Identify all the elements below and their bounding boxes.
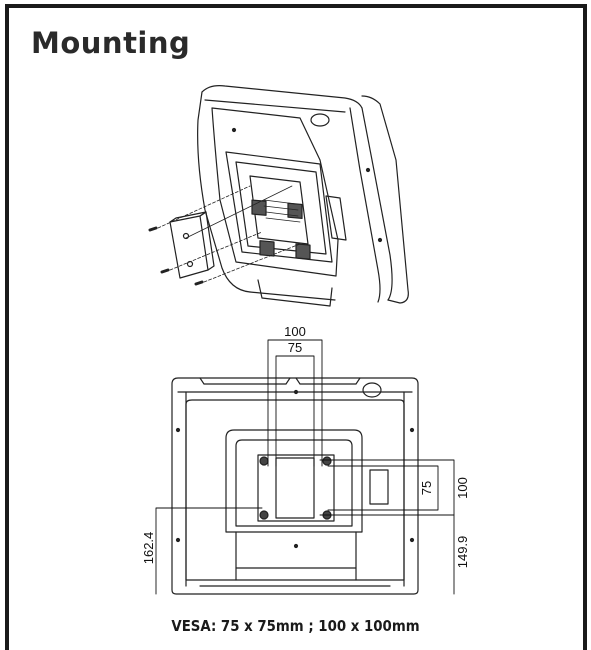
frame-top-border — [5, 4, 587, 8]
frame-right-border — [583, 4, 587, 650]
dimension-label-right-height: 149.9 — [455, 536, 470, 569]
vesa-caption: VESA: 75 x 75mm ; 100 x 100mm — [171, 617, 420, 635]
page-title: Mounting — [31, 26, 191, 60]
dimension-label-right-75: 75 — [419, 481, 434, 495]
dimension-label-top-75: 75 — [288, 340, 302, 355]
monitor-rear-front-illustration — [171, 377, 419, 595]
dimension-label-top-100: 100 — [284, 324, 306, 339]
dimension-label-right-100: 100 — [455, 477, 470, 499]
frame-left-border — [5, 4, 9, 650]
dimension-label-left-height: 162.4 — [141, 532, 156, 565]
dimension-lines — [155, 339, 455, 595]
monitor-rear-angled-illustration — [148, 85, 409, 307]
